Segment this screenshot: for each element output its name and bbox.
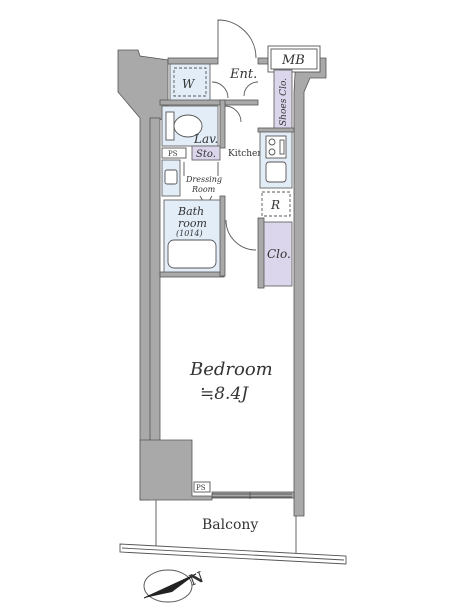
entrance-door: [217, 19, 257, 59]
refrigerator-label: R: [270, 198, 280, 212]
lavatory: Lav.: [161, 105, 242, 147]
partition-closet: [257, 217, 265, 289]
ps-small-label: PS: [196, 484, 206, 492]
washer-label: W: [182, 77, 196, 91]
mb-label: MB: [281, 53, 305, 68]
refrigerator: R: [261, 191, 291, 217]
closet: Clo.: [263, 221, 293, 287]
balcony-window: [212, 492, 292, 499]
bedroom: Bedroom ≒8.4J: [189, 359, 273, 404]
balcony: Balcony: [119, 500, 347, 565]
balcony-label: Balcony: [202, 517, 258, 533]
toilet-bowl: [173, 114, 203, 138]
closet-label: Clo.: [267, 247, 291, 261]
ps-box: [161, 147, 187, 159]
partition-bath: [159, 271, 225, 278]
inner-door-arc-1: [211, 81, 229, 99]
top-right-wall: [293, 57, 327, 517]
bath-label-1: Bath: [177, 205, 204, 218]
partition-lav-v: [219, 99, 226, 149]
shoes-closet-label: Shoes Clo.: [279, 78, 289, 126]
storage-label: Sto.: [196, 149, 216, 160]
mb-box: MB: [267, 45, 321, 73]
kitchen-label: Kitchen: [228, 149, 263, 159]
bath-size: (1014): [176, 229, 203, 238]
entrance-label: Ent.: [229, 67, 257, 82]
partition-lav: [159, 99, 259, 106]
bath-label-2: room: [178, 217, 207, 230]
bath-door-arc: [225, 219, 257, 251]
bedroom-label: Bedroom: [189, 359, 273, 380]
dressing-label-1: Dressing: [185, 175, 222, 184]
partition-bath-v: [219, 195, 226, 277]
bottom-right-wall: [211, 491, 295, 499]
dressing-label-2: Room: [191, 185, 216, 194]
shoes-closet: Shoes Clo.: [273, 69, 293, 129]
walls: [117, 49, 327, 517]
entrance-top-wall: [167, 57, 219, 65]
toilet-tank: [165, 111, 175, 141]
bathtub: [167, 239, 217, 269]
lavatory-label: Lav.: [193, 132, 218, 146]
ps-label: PS: [168, 150, 178, 158]
inner-door-arc-2: [243, 81, 259, 97]
partition-kitchen-top: [257, 127, 295, 133]
bedroom-area: ≒8.4J: [200, 384, 249, 404]
bathroom: Bath room (1014): [163, 199, 221, 273]
kitchen-counter: [259, 131, 293, 189]
ps-small-box: [193, 481, 211, 493]
dressing-room: Dressing Room: [161, 159, 222, 207]
compass-north-label: N: [187, 568, 206, 590]
compass-ring: [143, 569, 193, 603]
compass: N: [143, 568, 206, 603]
left-wall: [149, 117, 161, 443]
storage-box: [191, 145, 221, 161]
washer-area: W: [169, 63, 211, 101]
